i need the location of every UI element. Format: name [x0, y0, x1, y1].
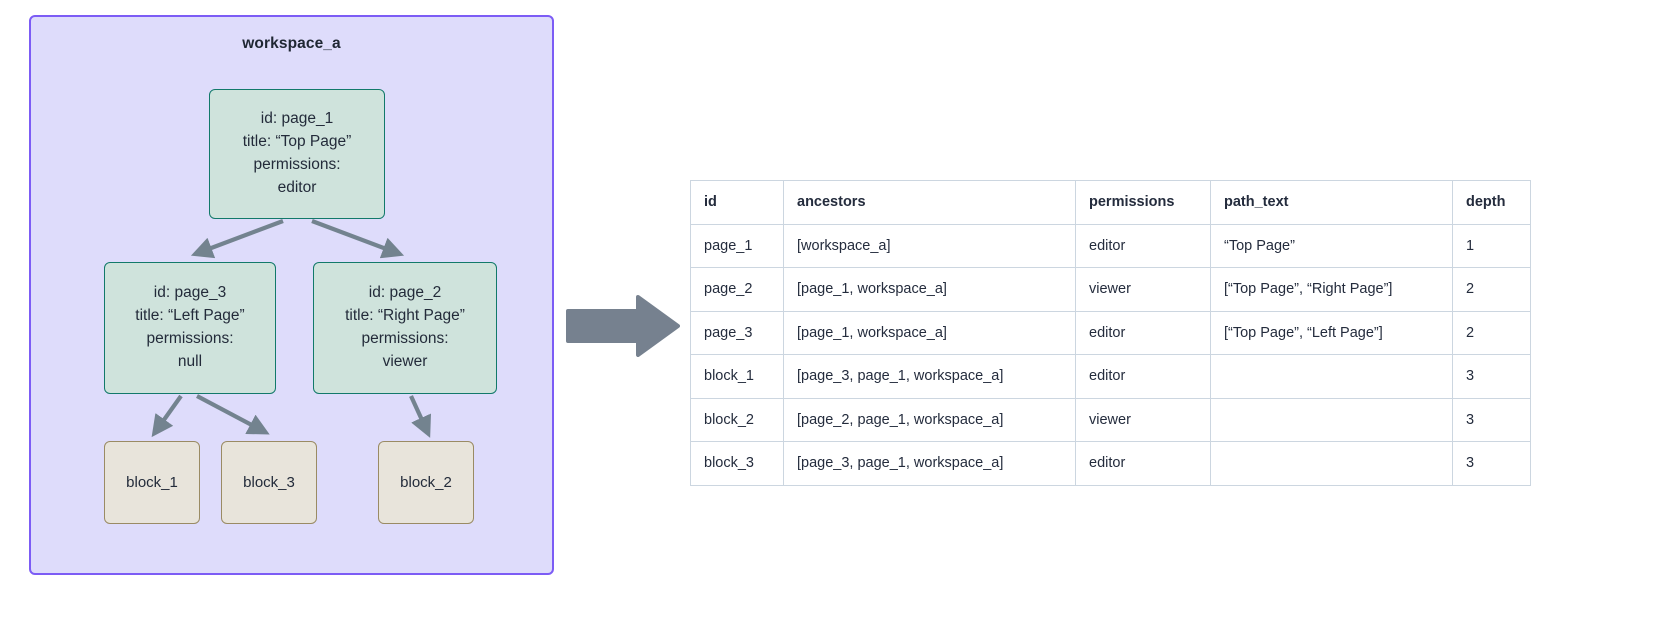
cell-depth: 3: [1452, 441, 1531, 486]
node-line: permissions:: [253, 156, 341, 173]
graph-node-page_3[interactable]: id: page_3 title: “Left Page” permission…: [104, 262, 276, 394]
cell-permissions: editor: [1075, 441, 1211, 486]
node-line: id: page_3: [153, 284, 227, 302]
cell-permissions: viewer: [1075, 267, 1211, 312]
node-line: title: “Right Page”: [345, 307, 465, 325]
cell-path-text: [“Top Page”, “Right Page”]: [1210, 267, 1453, 312]
cell-depth: 1: [1452, 223, 1531, 268]
cell-ancestors: [page_3, page_1, workspace_a]: [783, 441, 1076, 486]
table-row[interactable]: block_1 [page_3, page_1, workspace_a] ed…: [690, 354, 1531, 399]
cell-depth: 2: [1452, 267, 1531, 312]
column-header-ancestors[interactable]: ancestors: [783, 180, 1076, 225]
cell-path-text: [1210, 441, 1453, 486]
edge-page_1-page_2: [311, 219, 405, 259]
node-line: id: page_1: [260, 110, 334, 128]
cell-id: page_2: [690, 267, 784, 312]
cell-ancestors: [page_3, page_1, workspace_a]: [783, 354, 1076, 399]
cell-id: block_2: [690, 397, 784, 442]
node-line: title: “Top Page”: [242, 133, 352, 151]
cell-permissions: editor: [1075, 354, 1211, 399]
table-row[interactable]: page_3 [page_1, workspace_a] editor [“To…: [690, 310, 1531, 355]
cell-ancestors: [page_2, page_1, workspace_a]: [783, 397, 1076, 442]
result-table: id ancestors permissions path_text depth…: [690, 180, 1531, 486]
cell-path-text: [1210, 354, 1453, 399]
workspace-title: workspace_a: [242, 35, 341, 52]
graph-node-block_2[interactable]: block_2: [378, 441, 474, 524]
cell-path-text: [“Top Page”, “Left Page”]: [1210, 310, 1453, 355]
node-line: null: [177, 352, 203, 370]
cell-id: page_1: [690, 223, 784, 268]
edge-page_1-page_3: [190, 219, 284, 259]
cell-permissions: editor: [1075, 223, 1211, 268]
node-line: block_1: [126, 474, 178, 491]
cell-depth: 2: [1452, 310, 1531, 355]
node-line: block_2: [400, 474, 452, 491]
table-row[interactable]: page_1 [workspace_a] editor “Top Page” 1: [690, 223, 1531, 268]
column-header-permissions[interactable]: permissions: [1075, 180, 1211, 225]
column-header-path-text[interactable]: path_text: [1210, 180, 1453, 225]
graph-node-block_1[interactable]: block_1: [104, 441, 200, 524]
cell-ancestors: [page_1, workspace_a]: [783, 310, 1076, 355]
cell-ancestors: [workspace_a]: [783, 223, 1076, 268]
edge-page_3-block_3: [196, 394, 270, 435]
node-line: viewer: [382, 352, 428, 370]
cell-ancestors: [page_1, workspace_a]: [783, 267, 1076, 312]
cell-id: page_3: [690, 310, 784, 355]
graph-node-page_1[interactable]: id: page_1 title: “Top Page” permissions…: [209, 89, 385, 219]
cell-permissions: viewer: [1075, 397, 1211, 442]
node-line: id: page_2: [368, 284, 442, 302]
right-arrow-icon: [566, 295, 680, 357]
table-row[interactable]: block_2 [page_2, page_1, workspace_a] vi…: [690, 397, 1531, 442]
cell-path-text: [1210, 397, 1453, 442]
table-row[interactable]: page_2 [page_1, workspace_a] viewer [“To…: [690, 267, 1531, 312]
edge-page_3-block_1: [151, 394, 183, 438]
cell-id: block_1: [690, 354, 784, 399]
node-line: title: “Left Page”: [135, 307, 245, 325]
table-header-row: id ancestors permissions path_text depth: [690, 180, 1531, 225]
node-line: permissions:: [146, 330, 234, 347]
column-header-id[interactable]: id: [690, 180, 784, 225]
cell-depth: 3: [1452, 354, 1531, 399]
node-line: editor: [277, 178, 317, 196]
edge-page_2-block_2: [409, 395, 431, 438]
cell-id: block_3: [690, 441, 784, 486]
node-line: block_3: [243, 474, 295, 491]
column-header-depth[interactable]: depth: [1452, 180, 1531, 225]
cell-depth: 3: [1452, 397, 1531, 442]
workspace-container: workspace_a id: page_1 title: “Top Page”…: [29, 15, 554, 575]
graph-node-block_3[interactable]: block_3: [221, 441, 317, 524]
node-line: permissions:: [361, 330, 449, 347]
table-row[interactable]: block_3 [page_3, page_1, workspace_a] ed…: [690, 441, 1531, 486]
cell-path-text: “Top Page”: [1210, 223, 1453, 268]
graph-node-page_2[interactable]: id: page_2 title: “Right Page” permissio…: [313, 262, 497, 394]
cell-permissions: editor: [1075, 310, 1211, 355]
